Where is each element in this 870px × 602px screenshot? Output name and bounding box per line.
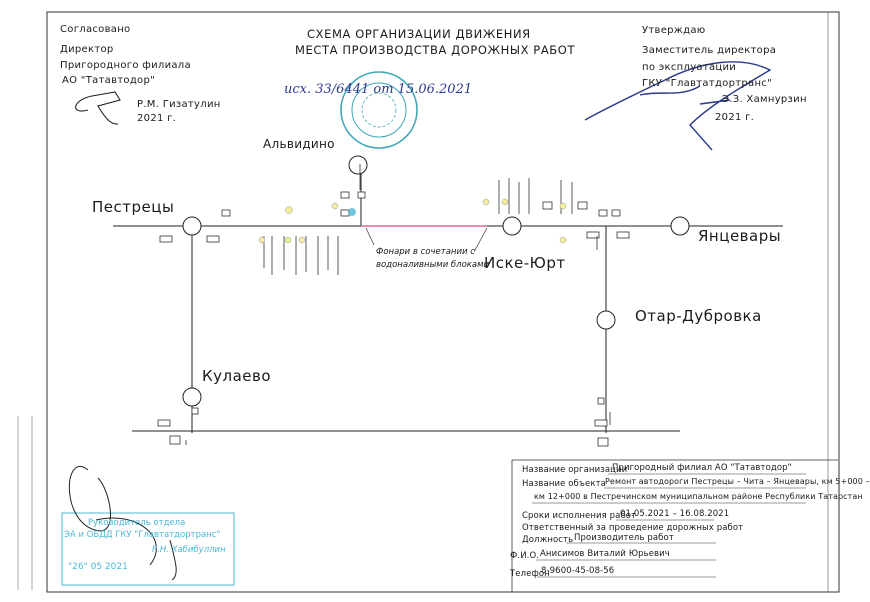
info-phone-value: 8-9600-45-08-56 <box>541 566 615 576</box>
page-frame <box>46 11 840 593</box>
road-signs-upper <box>159 191 630 243</box>
iske-yurt-marker <box>502 216 522 236</box>
bottom-left-signature <box>68 466 177 581</box>
info-phone-label: Телефон <box>510 569 550 579</box>
info-block-frame <box>511 459 838 592</box>
left-signature <box>75 91 121 125</box>
title-line1: СХЕМА ОРГАНИЗАЦИИ ДВИЖЕНИЯ <box>307 27 531 41</box>
kulaevo-marker <box>182 387 202 407</box>
info-responsible-label: Ответственный за проведение дорожных раб… <box>522 523 744 533</box>
dept-stamp-date: "26" 05 2021 <box>68 562 128 572</box>
info-object-label: Название объекта <box>522 479 606 489</box>
right-signer: Э.З. Хамнурзин <box>722 94 807 105</box>
info-position-label: Должность <box>522 535 574 545</box>
annotation-leader-left <box>365 227 375 246</box>
right-signature <box>584 61 772 151</box>
info-object-value-line1: Ремонт автодороги Пестрецы – Чита – Янце… <box>605 477 870 486</box>
right-org: ГКУ "Главтатдортранс" <box>642 78 772 89</box>
label-alvidino: Альвидино <box>263 137 335 151</box>
handwritten-reference: исх. 33/6441 от 15.06.2021 <box>284 82 473 97</box>
dept-stamp-line1: Руководитель отдела <box>88 518 186 528</box>
right-position-line2: по эксплуатации <box>642 62 737 73</box>
agreed-label: Согласовано <box>60 24 131 35</box>
department-stamp-frame <box>61 512 235 586</box>
annotation-line1: Фонари в сочетании с <box>376 247 475 257</box>
left-org-line1: Пригородного филиала <box>60 60 191 71</box>
info-object-value-line2: км 12+000 в Пестречинском муниципальном … <box>534 492 863 501</box>
info-name-label: Ф.И.О. <box>510 551 540 561</box>
blue-dot <box>348 208 356 216</box>
alvidino-marker <box>348 155 368 175</box>
annotation-line2: водоналивными блоками <box>376 260 490 270</box>
label-pestrecy: Пестрецы <box>92 198 175 216</box>
scheme-drawing <box>17 11 840 593</box>
round-stamp <box>340 71 418 149</box>
info-position-value: Производитель работ <box>574 533 674 543</box>
label-iske-yurt: Иске-Юрт <box>484 254 566 272</box>
right-position-line1: Заместитель директора <box>642 45 777 56</box>
approved-label: Утверждаю <box>642 25 706 36</box>
left-org-line2: АО "Татавтодор" <box>62 75 155 86</box>
info-org-value: Пригородный филиал АО "Татавтодор" <box>612 463 792 473</box>
road-signs-lower <box>157 397 609 447</box>
annotation-leader-right <box>473 227 488 253</box>
dept-stamp-line2: ЭА и ОБДД ГКУ "Главтатдортранс" <box>64 530 221 540</box>
yantsevary-marker <box>670 216 690 236</box>
otar-dubrovka-marker <box>596 310 616 330</box>
info-name-value: Анисимов Виталий Юрьевич <box>540 549 670 559</box>
info-dates-label: Сроки исполнения работ <box>522 511 637 521</box>
dept-stamp-line3: Р.Н. Хабибуллин <box>152 545 226 555</box>
right-year: 2021 г. <box>715 112 755 123</box>
label-otar-dubrovka: Отар-Дубровка <box>635 307 762 325</box>
label-kulaevo: Кулаево <box>202 367 272 385</box>
info-org-label: Название организации <box>522 465 628 475</box>
title-line2: МЕСТА ПРОИЗВОДСТВА ДОРОЖНЫХ РАБОТ <box>295 43 576 57</box>
info-dates-value: 01.05.2021 – 16.08.2021 <box>620 509 730 519</box>
left-position: Директор <box>60 44 114 55</box>
left-signer: Р.М. Гизатулин <box>137 99 221 110</box>
info-underlines <box>532 473 806 578</box>
pestrecy-marker <box>182 216 202 236</box>
warning-lamps <box>258 198 567 244</box>
label-yantsevary: Янцевары <box>698 227 782 245</box>
left-year: 2021 г. <box>137 113 177 124</box>
